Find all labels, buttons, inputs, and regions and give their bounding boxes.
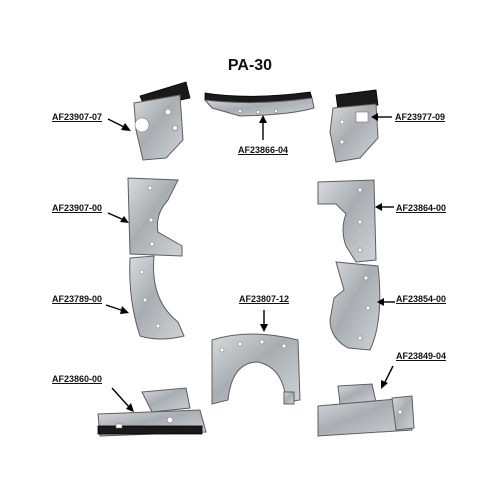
part-af23854-00-image — [329, 261, 381, 351]
part-label-af23907-07: AF23907-07 — [52, 112, 103, 122]
part-af23977-09-image — [329, 89, 379, 163]
part-label-af23854-00: AF23854-00 — [396, 294, 447, 304]
part-label-af23789-00: AF23789-00 — [52, 294, 103, 304]
part-af23807-12-image — [211, 333, 301, 405]
part-af23866-04-image — [203, 91, 315, 117]
part-af23864-00-image — [317, 179, 377, 263]
part-af23849-04-image — [317, 383, 415, 437]
part-af23907-07-image — [133, 81, 191, 161]
callout-arrows — [105, 113, 395, 412]
part-label-af23860-00: AF23860-00 — [52, 374, 103, 384]
part-label-af23864-00: AF23864-00 — [396, 203, 447, 213]
part-label-af23866-04: AF23866-04 — [238, 145, 289, 155]
part-af23789-00-image — [129, 255, 185, 340]
part-af23907-00-image — [127, 177, 183, 257]
part-label-af23807-12: AF23807-12 — [239, 294, 290, 304]
page-title: PA-30 — [227, 57, 273, 74]
part-label-af23849-04: AF23849-04 — [396, 351, 447, 361]
part-af23860-00-image — [97, 387, 207, 437]
part-label-af23907-00: AF23907-00 — [52, 203, 103, 213]
part-label-af23977-09: AF23977-09 — [395, 112, 446, 122]
